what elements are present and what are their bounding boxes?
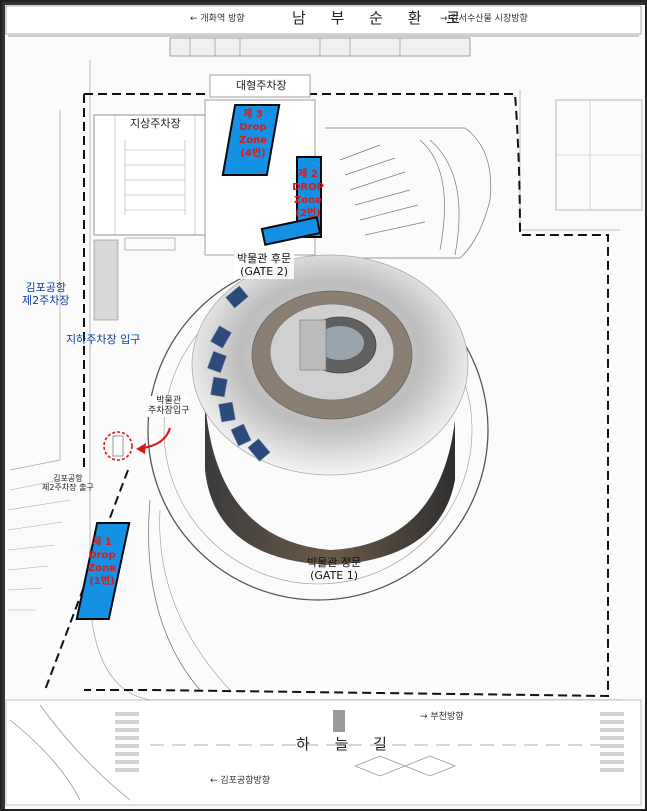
top-left-direction: ← 개화역 방향: [190, 14, 245, 24]
bottom-road-name: 하 늘 길: [296, 735, 397, 753]
adjacent-building: [325, 127, 491, 259]
solar-panels: [207, 285, 271, 462]
gimpo-exit-label: 김포공항 제2주차장 출구: [42, 474, 94, 493]
large-parking-label: 대형주차장: [236, 79, 287, 92]
drop-zone-2-label: 제 2 DROP Zone (2번): [292, 169, 324, 219]
museum-parking-entrance-label: 박물관 주차장입구: [148, 396, 190, 417]
entrance-arrow: [141, 427, 172, 450]
surface-parking-label: 지상주차장: [130, 117, 181, 131]
underground-entrance-label: 지하주차장 입구: [66, 333, 141, 346]
site-boundary: [83, 93, 609, 698]
surface-parking-lot: [93, 114, 215, 236]
top-road-name: 남 부 순 환 로: [292, 9, 471, 27]
bottom-road: [5, 699, 642, 806]
bottom-left-direction: ← 김포공항방향: [210, 776, 271, 786]
crosswalk: [115, 712, 624, 772]
drop-zone-3-label: 제 3 Drop Zone (4번): [238, 109, 268, 159]
rear-gate-label: 박물관 후문 (GATE 2): [234, 252, 295, 280]
main-gate-label: 박물관 정문 (GATE 1): [307, 556, 362, 582]
top-right-direction: → 강서수산물 시장방향: [440, 14, 528, 24]
drop-zone-1-label: 제 1 Drop Zone (1번): [87, 537, 117, 587]
top-road: [5, 5, 642, 35]
gimpo-parking-label: 김포공항 제2주차장: [22, 281, 70, 307]
bottom-right-direction: → 부천방향: [420, 712, 464, 722]
parking-entrance-marker: [103, 431, 133, 461]
